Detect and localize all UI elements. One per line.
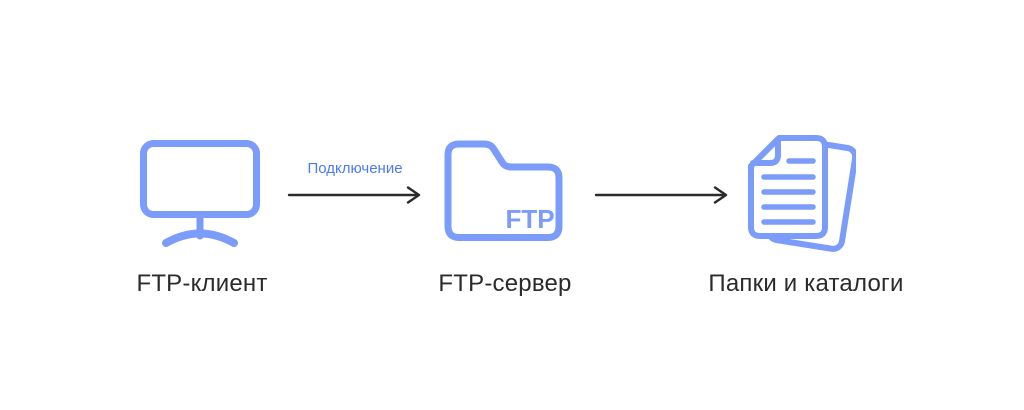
node-label-ftp-client: FTP-клиент <box>136 270 268 297</box>
connector-connection: Подключение <box>287 160 423 209</box>
arrow-right-icon <box>287 186 421 204</box>
monitor-icon <box>140 140 260 247</box>
node-folders-catalogs <box>748 134 856 258</box>
node-label-ftp-server: FTP-сервер <box>438 270 572 297</box>
node-ftp-server: FTP <box>444 140 564 243</box>
node-ftp-client <box>140 140 260 252</box>
connector-label: Подключение <box>307 160 403 177</box>
node-label-folders-catalogs: Папки и каталоги <box>708 270 904 297</box>
arrow-right-icon <box>594 186 728 204</box>
connector-plain <box>594 186 730 209</box>
folder-icon: FTP <box>444 140 563 241</box>
documents-icon <box>748 135 856 252</box>
folder-badge: FTP <box>505 204 554 234</box>
